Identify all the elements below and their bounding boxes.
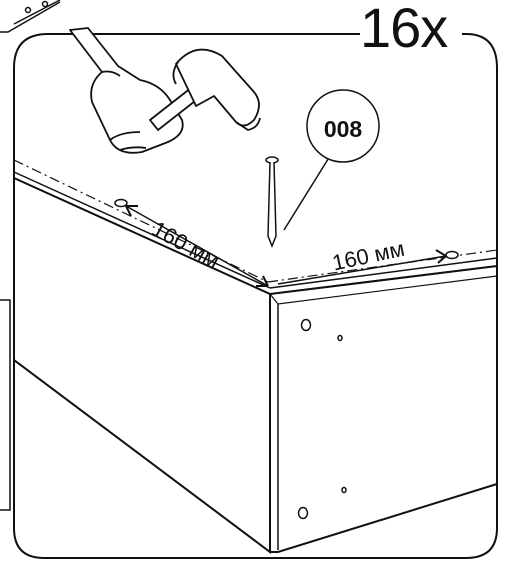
panel-thickness xyxy=(269,275,498,305)
gloved-hand-icon xyxy=(69,27,184,154)
part-callout-circle xyxy=(306,89,380,163)
nail-mark-right xyxy=(445,250,459,260)
board-edge-right xyxy=(269,257,498,295)
board-edge-left xyxy=(13,171,271,295)
nail-icon xyxy=(265,156,279,249)
dimension-right-arrow xyxy=(277,255,447,285)
dimension-arrows xyxy=(125,205,447,287)
nail-marks xyxy=(114,198,459,260)
hole-small-top xyxy=(337,334,343,342)
hole-large-top xyxy=(300,318,312,332)
part-callout xyxy=(283,89,380,231)
hole-large-bottom xyxy=(297,506,309,520)
cabinet-left-face xyxy=(13,176,271,554)
previous-step-fragment xyxy=(0,0,61,511)
cabinet xyxy=(13,171,498,554)
panel-holes xyxy=(297,318,347,520)
quantity-label: 16x xyxy=(360,0,448,59)
front-bottom xyxy=(13,359,271,553)
panel-seam xyxy=(269,294,279,552)
hammer-icon xyxy=(149,48,261,131)
nail-mark-left xyxy=(114,198,128,208)
step-frame xyxy=(13,33,498,559)
dimension-left-arrow xyxy=(125,205,269,287)
hole-small-bottom xyxy=(341,486,347,494)
part-number-label: 008 xyxy=(323,115,363,142)
